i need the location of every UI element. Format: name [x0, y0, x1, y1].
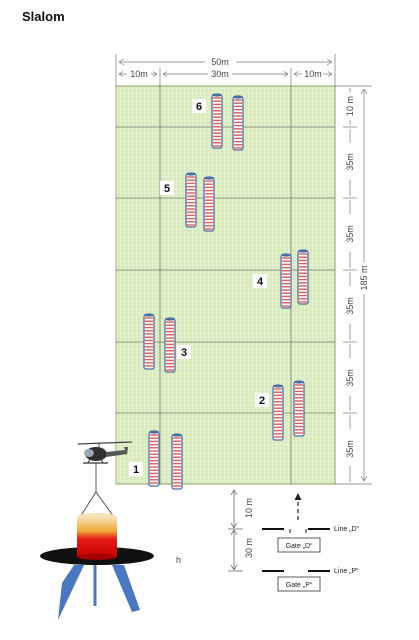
gate-number-5: 5 — [164, 183, 170, 195]
gate-p-box — [277, 576, 321, 592]
dim-top-segment: 10 m — [345, 96, 355, 116]
slalom-pole — [164, 317, 176, 373]
gate-number-2: 2 — [259, 395, 265, 407]
gate-labels: 6 5 4 3 2 1 — [129, 99, 269, 476]
dim-segment-3: 35m — [345, 297, 355, 315]
dim-left-margin: 10m — [130, 69, 148, 79]
dim-right-margin: 10m — [304, 69, 322, 79]
gate-lines-area: 10 m 30 m Line „D“ Gate „D“ Line „P“ Gat… — [228, 488, 360, 592]
gate-d-label: Gate „D“ — [286, 543, 314, 550]
dim-gate-p: 30 m — [244, 538, 254, 558]
helicopter-illustration — [40, 441, 154, 620]
dim-gate-d: 10 m — [244, 498, 254, 518]
dim-middle: 30m — [211, 69, 229, 79]
slalom-pole — [272, 384, 284, 441]
slalom-pole — [185, 172, 197, 228]
right-dimensions — [335, 85, 372, 485]
slalom-pole — [171, 433, 183, 490]
gate-number-6: 6 — [196, 101, 202, 113]
line-d-label: Line „D“ — [334, 526, 360, 533]
line-p-label: Line „P“ — [334, 568, 359, 575]
dim-segment-1: 35m — [345, 153, 355, 171]
gate-number-3: 3 — [181, 347, 187, 359]
misc-label: h — [176, 555, 181, 565]
slalom-pole — [280, 253, 292, 309]
slalom-pole — [297, 249, 309, 305]
top-dimensions — [115, 54, 336, 86]
gate-number-1: 1 — [133, 464, 139, 476]
slalom-pole — [293, 380, 305, 437]
slalom-pole — [203, 176, 215, 232]
dim-segment-2: 35m — [345, 225, 355, 243]
dim-segment-5: 35m — [345, 440, 355, 458]
gate-d-box — [277, 537, 321, 553]
dim-total-width: 50m — [211, 57, 229, 67]
slalom-pole — [143, 313, 155, 370]
dim-segment-4: 35m — [345, 369, 355, 387]
gate-p-label: Gate „P“ — [286, 582, 313, 589]
slalom-pole — [232, 95, 244, 151]
slalom-pole — [211, 93, 223, 149]
dim-total-length: 185 m — [359, 265, 369, 290]
page-title: Slalom — [22, 9, 65, 24]
gate-number-4: 4 — [257, 276, 264, 288]
slalom-pole — [148, 430, 160, 487]
slalom-poles — [143, 93, 309, 490]
